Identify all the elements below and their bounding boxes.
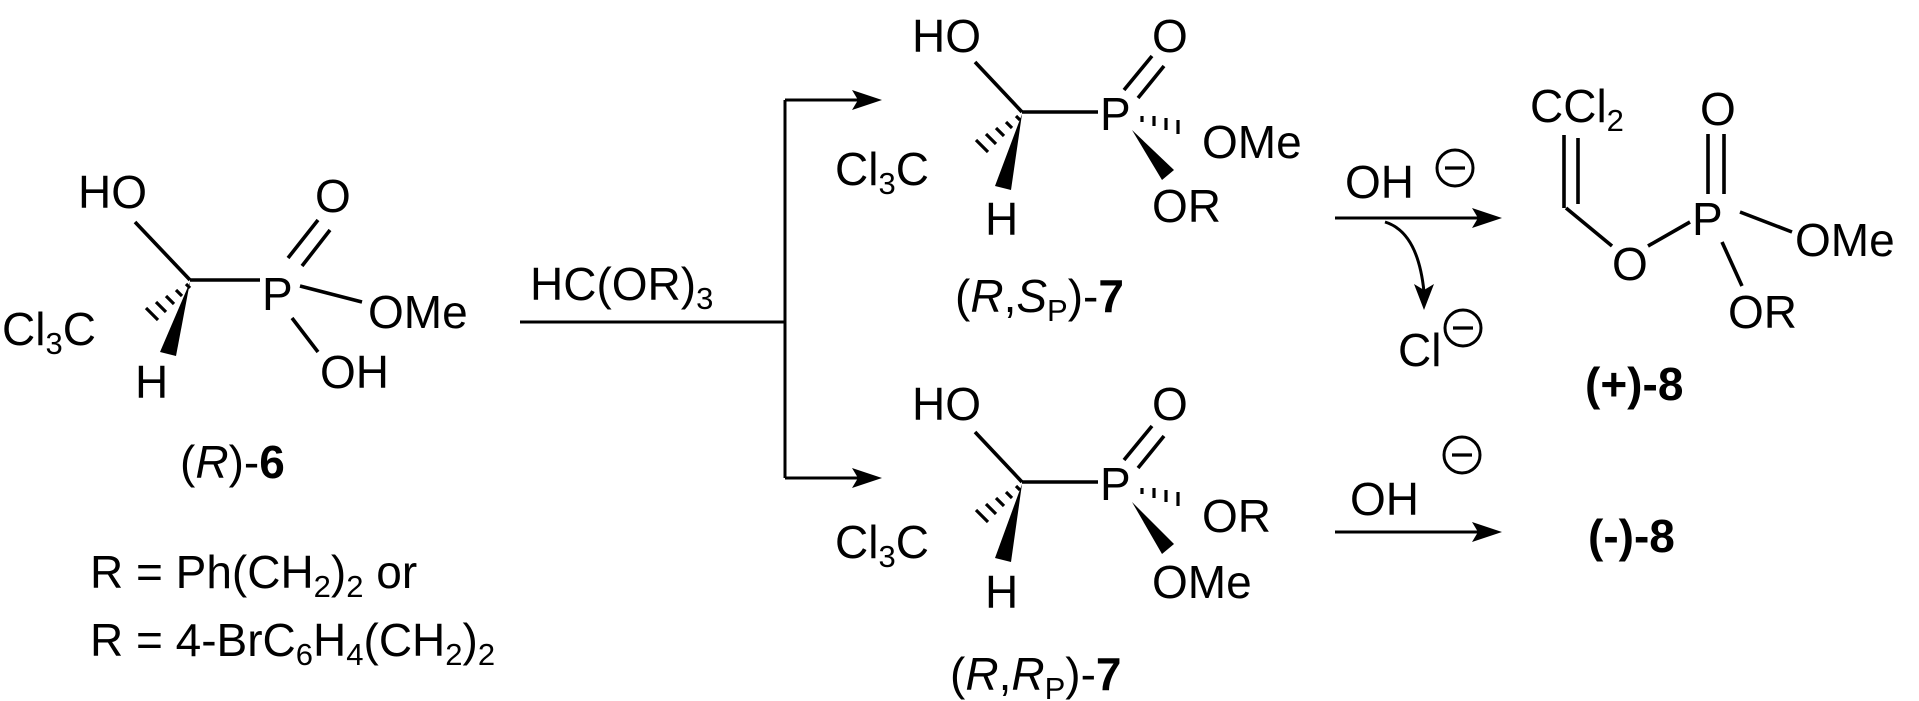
product-bottom-c-wedge — [995, 484, 1022, 562]
reactant-ccl3: Cl3C — [2, 303, 96, 361]
reactant-bond-p-ome — [299, 284, 363, 304]
reactant-molecule: HO O P OMe OH Cl3C H (R)-6 — [2, 166, 468, 488]
reactant-bond-p-o-1 — [286, 218, 320, 260]
product-bottom-p-hashed — [1140, 488, 1180, 506]
reactant-p: P — [262, 268, 293, 320]
top-step-minus-charge — [1435, 148, 1475, 188]
reactant-wedge-bond — [160, 282, 190, 356]
product-bottom-bond-p-o-1 — [1122, 424, 1154, 462]
final-top-label: (+)-8 — [1585, 358, 1683, 410]
final-bottom-label: (-)-8 — [1588, 510, 1675, 562]
branch-top-arrowhead — [852, 90, 882, 110]
reactant-o-double: O — [315, 170, 351, 222]
product-bottom-or: OR — [1202, 490, 1271, 542]
bottom-step-minus-charge — [1442, 435, 1482, 475]
product-top-label: (R,SP)-7 — [955, 270, 1124, 328]
final-top-ccl2: CCl2 — [1530, 80, 1624, 138]
reactant-ome: OMe — [368, 286, 468, 338]
product-top-p: P — [1100, 88, 1131, 140]
final-top-molecule: CCl2 O P O OMe OR (+)-8 — [1530, 80, 1895, 410]
reactant-ho: HO — [78, 166, 147, 218]
reactant-bond-p-oh — [290, 316, 320, 354]
reactant-bond-c-oh — [133, 220, 192, 282]
reactant-h: H — [135, 356, 168, 408]
product-bottom-ccl3: Cl3C — [835, 516, 929, 574]
final-top-bond-c-o — [1564, 206, 1614, 248]
top-step-oh: OH — [1345, 156, 1414, 208]
r-definition-1: R = Ph(CH2)2 or — [90, 546, 417, 604]
product-top-ho: HO — [912, 10, 981, 62]
product-bottom-c-hashed — [974, 484, 1022, 524]
product-top-or: OR — [1152, 180, 1221, 232]
top-step-curved-arrowhead — [1414, 284, 1434, 310]
product-top-o-double: O — [1152, 10, 1188, 62]
product-top-h: H — [985, 193, 1018, 245]
reactant-bond-p-o-2 — [300, 228, 332, 268]
product-top-bond-p-o-1 — [1122, 54, 1154, 92]
final-top-o-ester: O — [1612, 238, 1648, 290]
reagent-hc-or3: HC(OR)3 — [530, 258, 713, 316]
product-bottom-molecule: HO O P OR OMe Cl3C H (R,RP)-7 — [835, 378, 1271, 701]
product-top-c-wedge — [995, 114, 1022, 190]
top-step-curved-arrow — [1384, 220, 1426, 293]
product-top-bond-c-oh — [973, 60, 1024, 114]
bottom-hydrolysis-step: OH — [1335, 435, 1502, 542]
final-top-or: OR — [1728, 286, 1797, 338]
product-top-c-hashed — [974, 114, 1022, 154]
product-bottom-bond-c-oh — [973, 430, 1024, 484]
top-step-cl-minus-charge — [1443, 308, 1483, 348]
final-top-bond-o-p — [1647, 220, 1691, 248]
final-top-bond-p-or — [1720, 241, 1744, 287]
branch-bottom-arrowhead — [852, 468, 882, 488]
product-bottom-label: (R,RP)-7 — [950, 648, 1122, 701]
reactant-oh: OH — [320, 346, 389, 398]
top-hydrolysis-step: OH Cl — [1335, 148, 1502, 376]
bottom-step-oh: OH — [1350, 473, 1419, 525]
product-bottom-p-wedge — [1132, 502, 1174, 554]
top-step-cl: Cl — [1398, 324, 1441, 376]
product-bottom-ho: HO — [912, 378, 981, 430]
product-top-ome: OMe — [1202, 116, 1302, 168]
reactant-hashed-bond — [144, 282, 192, 322]
final-top-p: P — [1692, 193, 1723, 245]
product-bottom-p: P — [1100, 458, 1131, 510]
product-bottom-bond-p-o-2 — [1136, 434, 1166, 470]
final-top-ome: OMe — [1795, 214, 1895, 266]
product-top-molecule: HO O P OMe OR Cl3C H (R,SP)-7 — [835, 10, 1302, 328]
product-bottom-ome: OMe — [1152, 556, 1252, 608]
reactant-label: (R)-6 — [180, 436, 285, 488]
product-bottom-h: H — [985, 566, 1018, 618]
top-step-arrowhead — [1472, 208, 1502, 228]
final-top-bond-p-ome — [1739, 210, 1793, 234]
r-definition-2: R = 4-BrC6H4(CH2)2 — [90, 614, 495, 672]
final-top-o-double: O — [1700, 83, 1736, 135]
product-top-p-wedge — [1132, 130, 1174, 180]
product-top-p-hashed — [1140, 116, 1180, 134]
product-top-bond-p-o-2 — [1136, 64, 1166, 100]
product-bottom-o-double: O — [1152, 378, 1188, 430]
bottom-step-arrowhead — [1472, 522, 1502, 542]
product-top-ccl3: Cl3C — [835, 143, 929, 201]
